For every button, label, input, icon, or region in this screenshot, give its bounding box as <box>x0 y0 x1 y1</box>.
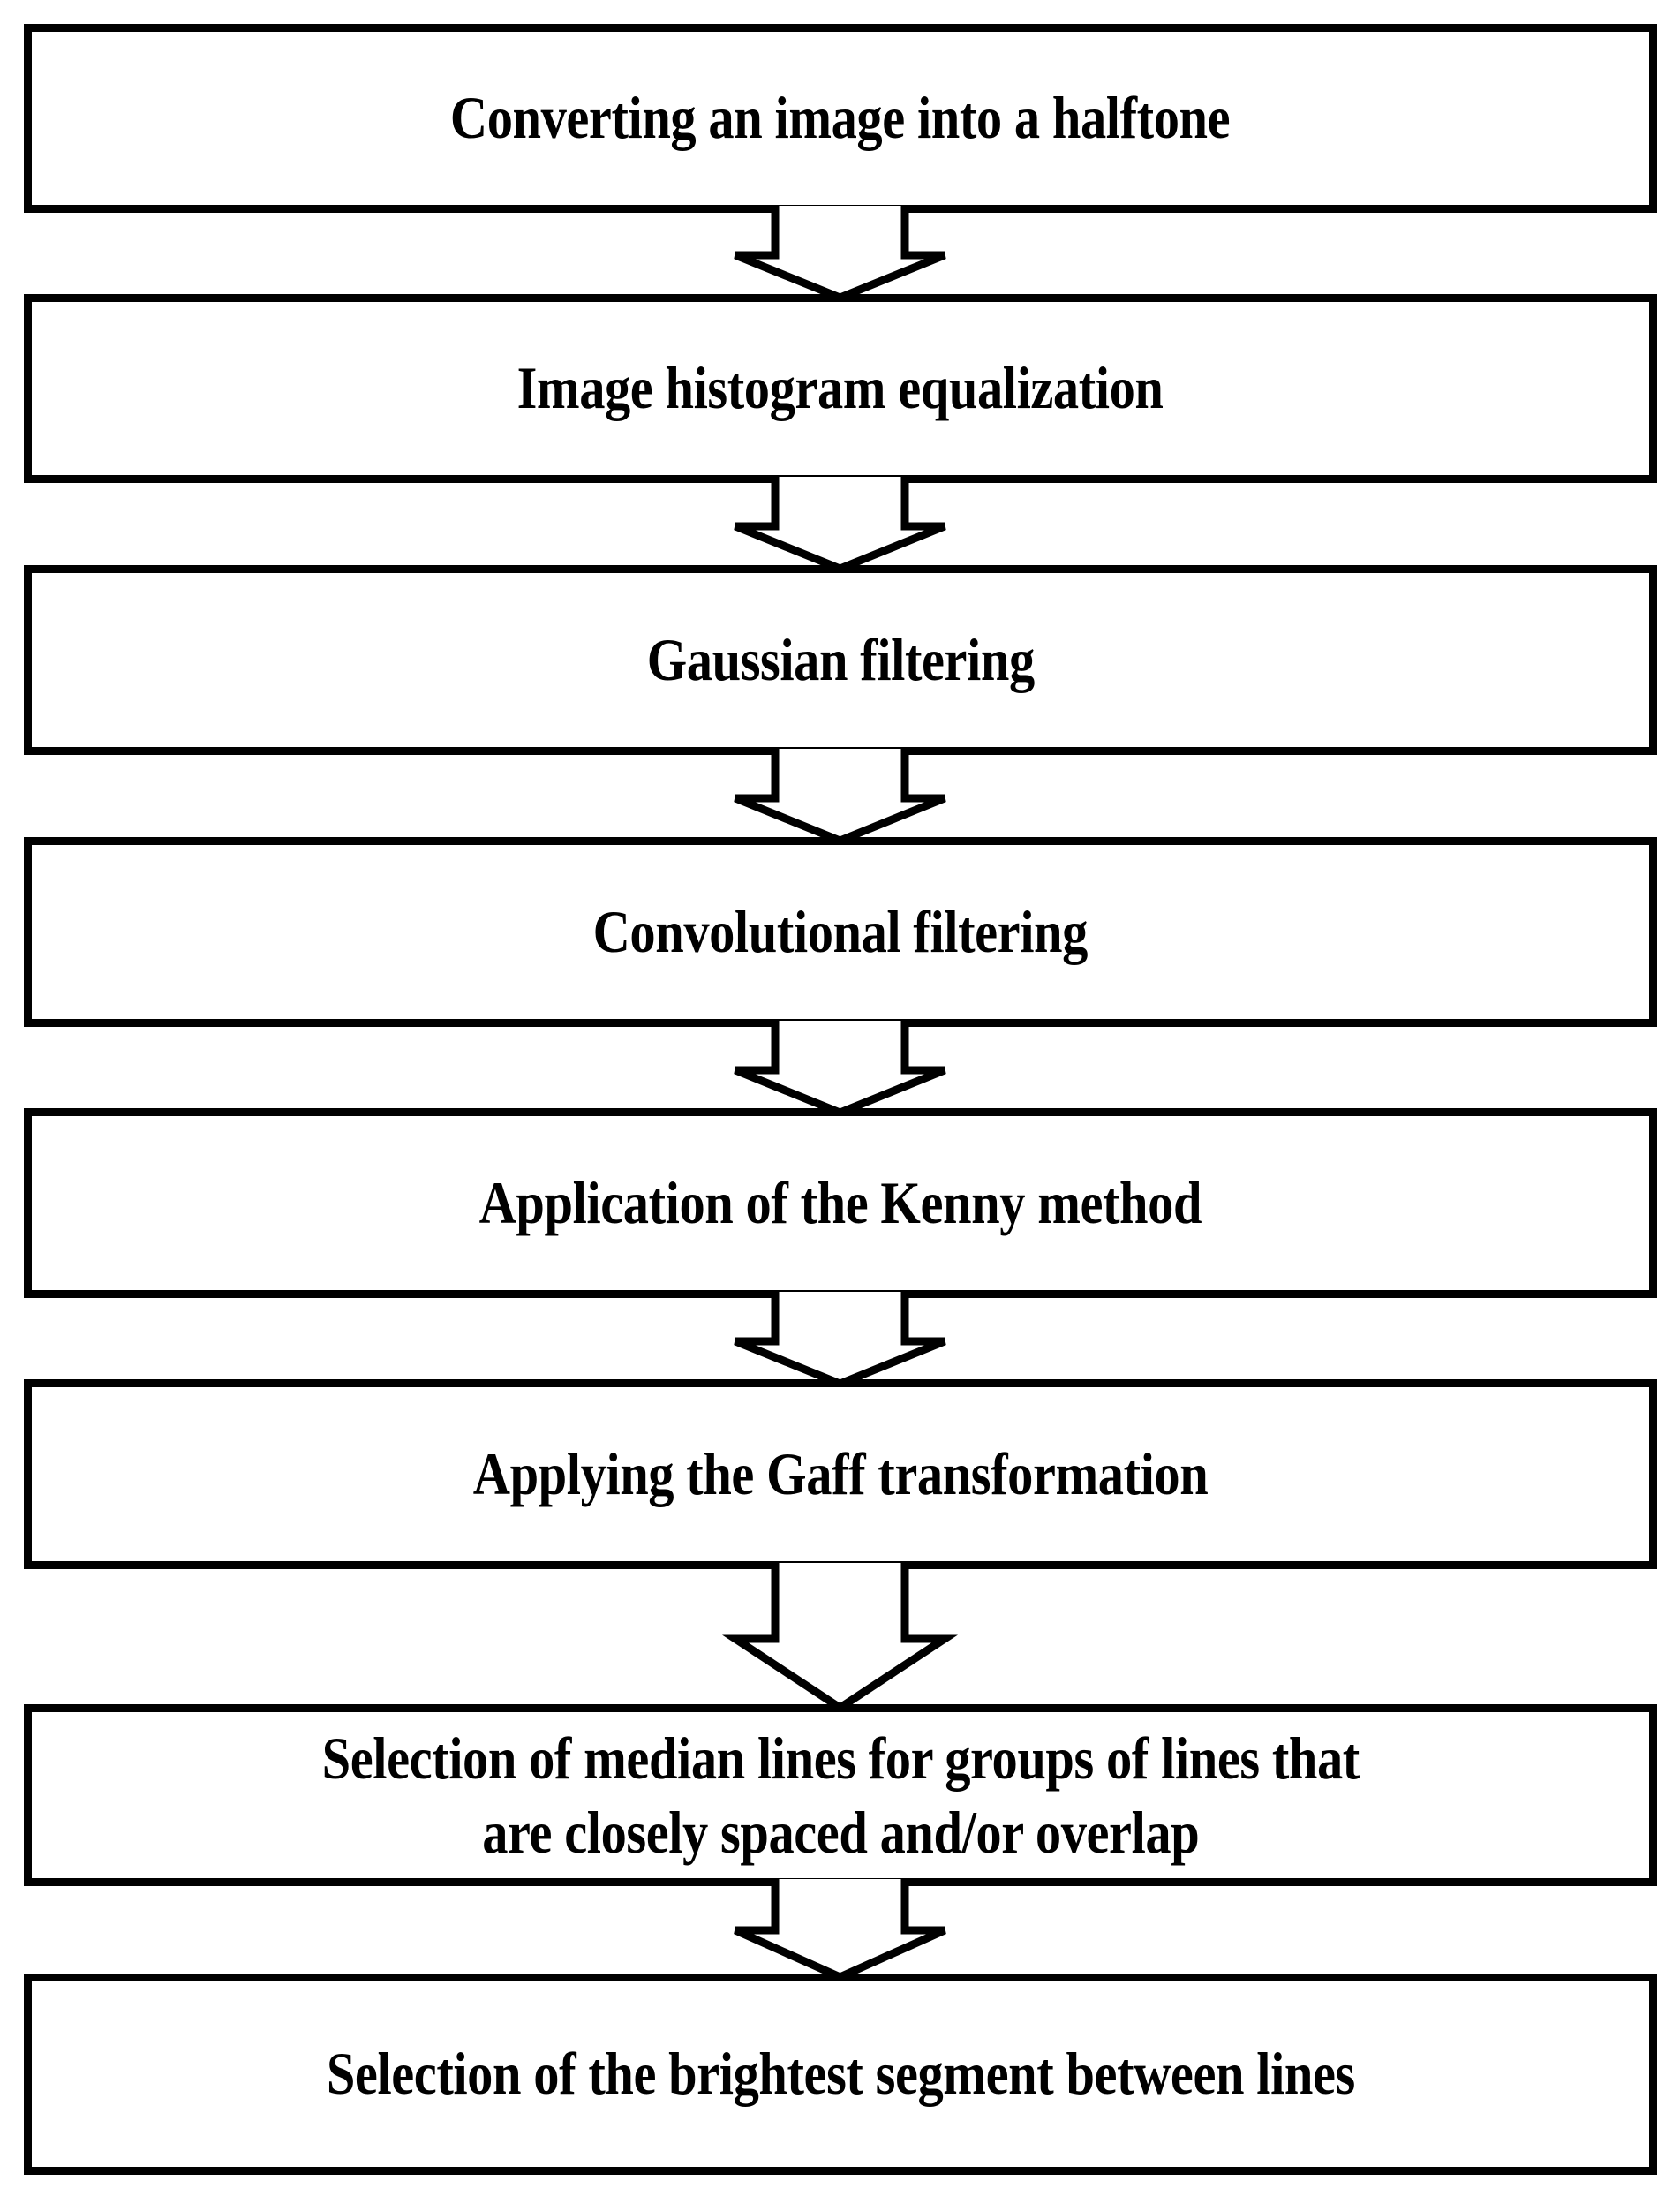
flowchart-node-label: Convolutional filtering <box>592 897 1089 965</box>
flowchart-node-step-3[interactable]: Gaussian filtering <box>24 565 1657 755</box>
flowchart-node-step-8[interactable]: Selection of the brightest segment betwe… <box>24 1974 1657 2175</box>
flowchart-node-step-1[interactable]: Converting an image into a halftone <box>24 24 1657 213</box>
flowchart-node-step-5[interactable]: Application of the Kenny method <box>24 1108 1657 1298</box>
flowchart-connector-arrow-5-6 <box>0 1292 1680 1388</box>
down-arrow-icon <box>734 477 946 573</box>
flowchart-connector-arrow-4-5 <box>0 1021 1680 1117</box>
flowchart-node-step-6[interactable]: Applying the Gaff transformation <box>24 1379 1657 1569</box>
flowchart-node-label: Image histogram equalization <box>517 354 1164 422</box>
flowchart-node-label: Converting an image into a halftone <box>450 84 1231 152</box>
flowchart-node-label: Selection of the brightest segment betwe… <box>326 2040 1355 2108</box>
flowchart-connector-arrow-1-2 <box>0 206 1680 302</box>
down-arrow-icon <box>721 1563 959 1713</box>
flowchart-connector-arrow-2-3 <box>0 477 1680 573</box>
down-arrow-icon <box>734 749 946 845</box>
flowchart-node-label: Gaussian filtering <box>646 625 1035 693</box>
down-arrow-icon <box>734 206 946 302</box>
flowchart-node-label: Applying the Gaff transformation <box>472 1439 1209 1507</box>
flowchart-node-step-4[interactable]: Convolutional filtering <box>24 837 1657 1027</box>
flowchart-connector-arrow-7-8 <box>0 1879 1680 1981</box>
flowchart-connector-arrow-3-4 <box>0 749 1680 845</box>
flowchart-connector-arrow-6-7 <box>0 1563 1680 1713</box>
down-arrow-icon <box>734 1021 946 1117</box>
flowchart-node-label: Application of the Kenny method <box>478 1168 1202 1236</box>
flowchart-node-step-7[interactable]: Selection of median lines for groups of … <box>24 1704 1657 1886</box>
down-arrow-icon <box>734 1879 946 1981</box>
flowchart-node-label: Selection of median lines for groups of … <box>321 1724 1360 1866</box>
down-arrow-icon <box>734 1292 946 1388</box>
flowchart-node-step-2[interactable]: Image histogram equalization <box>24 294 1657 483</box>
